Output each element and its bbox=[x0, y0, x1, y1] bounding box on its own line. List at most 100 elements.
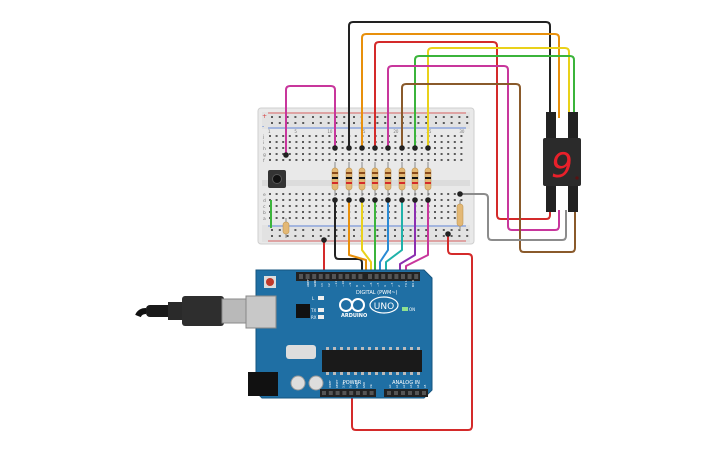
breadboard-hole bbox=[394, 217, 397, 219]
wire-yellow-top bbox=[427, 47, 570, 148]
power-pin-label: GND bbox=[355, 382, 359, 388]
header-pin bbox=[318, 274, 323, 279]
pushbutton[interactable] bbox=[268, 170, 286, 188]
breadboard-hole bbox=[341, 199, 344, 201]
breadboard-hole bbox=[447, 159, 450, 161]
breadboard-hole bbox=[302, 217, 304, 219]
breadboard-hole bbox=[401, 159, 403, 161]
resistor-band bbox=[412, 172, 418, 174]
rail-hole bbox=[409, 116, 412, 118]
breadboard-hole bbox=[295, 141, 298, 143]
resistor-band bbox=[372, 177, 378, 179]
breadboard-hole bbox=[414, 159, 417, 161]
rail-hole bbox=[327, 229, 330, 231]
breadboard-hole bbox=[288, 193, 291, 195]
header-pin bbox=[349, 391, 354, 395]
wire-button-magenta bbox=[285, 85, 336, 155]
digital-header bbox=[296, 272, 420, 281]
header-pin bbox=[325, 274, 330, 279]
breadboard-hole bbox=[275, 135, 278, 137]
rail-hole bbox=[442, 122, 445, 124]
breadboard-hole bbox=[447, 147, 450, 149]
header-pin bbox=[312, 274, 317, 279]
power-pin-label: Vin bbox=[369, 384, 373, 388]
bottom-header-pins bbox=[322, 391, 426, 395]
breadboard-hole bbox=[420, 199, 423, 201]
rail-hole bbox=[271, 122, 273, 124]
wire-endpoint bbox=[283, 152, 289, 158]
reset-button[interactable] bbox=[266, 278, 274, 286]
wire-red-top bbox=[374, 41, 551, 220]
breadboard-hole bbox=[453, 193, 456, 195]
mcu-pin bbox=[382, 372, 385, 375]
rail-hole bbox=[376, 122, 379, 124]
breadboard-hole bbox=[440, 159, 443, 161]
header-pin bbox=[407, 274, 412, 279]
header-pin bbox=[338, 274, 343, 279]
mcu-pin bbox=[396, 372, 399, 375]
breadboard-hole bbox=[295, 217, 298, 219]
analog-pin-label: A4 bbox=[416, 384, 420, 388]
breadboard-hole bbox=[374, 153, 377, 155]
breadboard-hole bbox=[394, 147, 397, 149]
breadboard-hole bbox=[420, 211, 423, 213]
breadboard-hole bbox=[434, 217, 436, 219]
analog-pin-label: A1 bbox=[395, 384, 399, 388]
wire-endpoints bbox=[283, 145, 463, 243]
breadboard-hole bbox=[460, 199, 463, 201]
breadboard-hole bbox=[288, 159, 291, 161]
row-letter: f bbox=[263, 158, 265, 164]
breadboard-hole bbox=[420, 159, 423, 161]
row-letter: i bbox=[263, 140, 264, 146]
mcu-pin bbox=[382, 347, 385, 350]
breadboard-hole bbox=[302, 211, 304, 213]
wire-endpoint bbox=[445, 231, 451, 237]
digital-pin-label: TX 1 bbox=[404, 280, 408, 288]
breadboard-hole bbox=[288, 135, 291, 137]
breadboard-hole bbox=[434, 153, 436, 155]
analog-header-label: ANALOG IN bbox=[392, 380, 420, 386]
wire-endpoint bbox=[332, 145, 338, 151]
header-pin bbox=[332, 274, 336, 279]
breadboard-hole bbox=[308, 153, 311, 155]
digital-pin-label: ~11 bbox=[334, 281, 338, 287]
breadboard-hole bbox=[315, 193, 318, 195]
breadboard-hole bbox=[354, 135, 357, 137]
mcu-pin bbox=[389, 372, 392, 375]
digital-pin-label: 7 bbox=[362, 285, 366, 287]
wire-red-power-loop bbox=[351, 234, 473, 431]
breadboard-hole bbox=[282, 205, 285, 207]
wire-endpoint bbox=[385, 145, 391, 151]
breadboard-hole bbox=[302, 193, 304, 195]
wire-endpoint bbox=[399, 197, 405, 203]
rail-hole bbox=[319, 229, 322, 231]
rail-hole bbox=[343, 229, 346, 231]
rail-hole bbox=[353, 229, 355, 231]
breadboard-hole bbox=[295, 199, 298, 201]
mcu-pin bbox=[333, 347, 336, 350]
resistor-band bbox=[332, 177, 338, 179]
breadboard-hole bbox=[434, 193, 436, 195]
digital-pin-label: ~6 bbox=[369, 282, 373, 287]
row-letter: g bbox=[263, 153, 266, 158]
header-pin bbox=[328, 391, 333, 395]
breadboard-hole bbox=[308, 147, 311, 149]
breadboard-hole bbox=[269, 193, 271, 195]
breadboard-hole bbox=[434, 205, 436, 207]
breadboard-hole bbox=[295, 135, 298, 137]
rail-hole bbox=[409, 229, 412, 231]
rail-hole bbox=[335, 229, 338, 231]
header-pin bbox=[335, 391, 340, 395]
breadboard-hole bbox=[282, 217, 285, 219]
breadboard-hole bbox=[288, 199, 291, 201]
breadboard-hole bbox=[368, 211, 370, 213]
breadboard-body bbox=[257, 107, 475, 245]
rail-hole bbox=[384, 229, 387, 231]
breadboard-hole bbox=[394, 193, 397, 195]
rail-hole bbox=[376, 229, 379, 231]
digital-pin-label: RX 0 bbox=[411, 280, 415, 287]
display-body bbox=[543, 138, 581, 186]
breadboard-hole bbox=[288, 147, 291, 149]
